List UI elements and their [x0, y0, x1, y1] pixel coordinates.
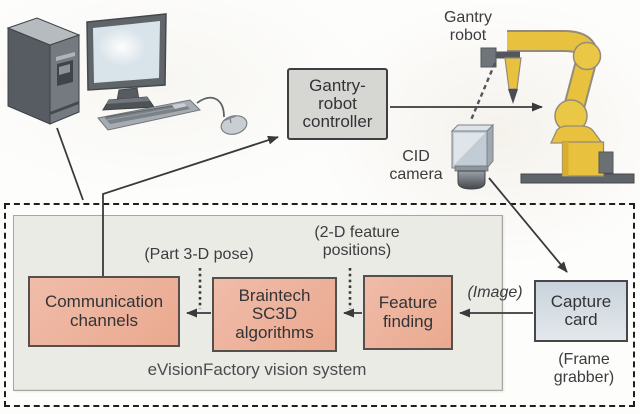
frame-grabber-label: (Frame grabber) [553, 351, 615, 386]
braintech-sc3d-box: Braintech SC3D algorithms [212, 277, 337, 352]
system-caption: eVisionFactory vision system [147, 360, 367, 379]
capture-card-box: Capture card [534, 280, 628, 342]
feature-label-line: Feature [378, 293, 438, 313]
cid-camera-label: CID camera [389, 148, 443, 183]
robot-shoulder-joint [554, 99, 588, 133]
robot-base [561, 141, 605, 177]
feature-positions-label: (2-D feature positions) [314, 224, 400, 259]
controller-label-line: controller [302, 112, 373, 131]
computer-mouse [196, 96, 248, 135]
computer-monitor [86, 13, 167, 111]
feature-finding-box: Feature finding [363, 275, 453, 350]
robot-tool-tip [508, 89, 518, 104]
braintech-label-line: Braintech [238, 286, 311, 306]
part-pose-label: (Part 3-D pose) [144, 246, 254, 263]
communication-label-line: channels [69, 310, 139, 330]
gantry-robot-controller-box: Gantry- robot controller [287, 68, 388, 140]
gantry-robot-illustration [480, 30, 635, 184]
communication-label-line: Communication [44, 292, 164, 312]
braintech-label-line: algorithms [235, 322, 314, 342]
robot-tool [504, 57, 522, 90]
computer-keyboard [97, 99, 202, 131]
connector-robot-to-camera-dashed [469, 62, 497, 121]
communication-channels-box: Communication channels [28, 276, 180, 347]
robot-elbow-joint [572, 41, 602, 71]
braintech-label-line: SC3D [251, 304, 298, 324]
computer-illustration [6, 13, 248, 135]
controller-label-line: robot [318, 93, 357, 113]
controller-label-line: Gantry- [309, 75, 366, 95]
robot-platform [520, 173, 635, 184]
connector-computer-to-boundary [56, 127, 84, 201]
vision-system-boundary [4, 203, 635, 407]
robot-wrist-bracket [483, 51, 520, 59]
gantry-robot-label: Gantry robot [443, 9, 492, 44]
capture-label-line: Capture [550, 291, 612, 311]
computer-tower [6, 17, 81, 125]
capture-label-line: card [564, 310, 598, 329]
image-label: (Image) [467, 284, 523, 301]
feature-label-line: finding [382, 311, 434, 331]
